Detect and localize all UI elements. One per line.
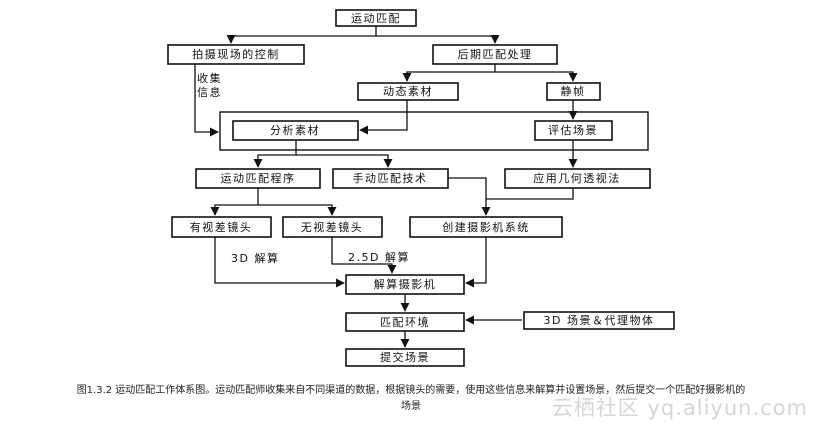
node-post: 后期匹配处理 bbox=[432, 44, 558, 65]
node-parallax: 有视差镜头 bbox=[171, 216, 272, 238]
caption-line-1: 图1.3.2 运动匹配工作体系图。运动匹配师收集来自不同渠道的数据，根据镜头的需… bbox=[76, 385, 746, 396]
label-collect-line2: 信息 bbox=[197, 85, 222, 99]
svg-text:解算摄影机: 解算摄影机 bbox=[374, 277, 437, 291]
svg-text:无视差镜头: 无视差镜头 bbox=[301, 220, 364, 234]
node-dynamic: 动态素材 bbox=[357, 82, 459, 101]
node-evaluate: 评估场景 bbox=[534, 120, 613, 141]
svg-text:提交场景: 提交场景 bbox=[380, 350, 430, 364]
watermark: 云栖社区 yq.aliyun.com bbox=[551, 396, 808, 420]
analysis-stage-frame bbox=[219, 111, 649, 151]
edge-capture-frame bbox=[194, 64, 219, 137]
edge-manual-create bbox=[448, 177, 491, 216]
svg-text:评估场景: 评估场景 bbox=[548, 123, 598, 137]
edge-geometry-create bbox=[486, 188, 574, 200]
edge-analyze-split bbox=[253, 140, 297, 168]
node-submit: 提交场景 bbox=[345, 348, 465, 367]
node-program: 运动匹配程序 bbox=[195, 168, 321, 189]
svg-text:动态素材: 动态素材 bbox=[383, 84, 433, 98]
svg-text:匹配环境: 匹配环境 bbox=[380, 315, 430, 329]
workflow-diagram: 运动匹配 拍摄现场的控制 后期匹配处理 动态素材 静帧 分析素材 评估场景 运动… bbox=[167, 9, 675, 367]
edge-root-split bbox=[226, 26, 377, 44]
node-create-camera: 创建摄影机系统 bbox=[409, 216, 563, 238]
svg-text:有视差镜头: 有视差镜头 bbox=[190, 220, 253, 234]
svg-text:创建摄影机系统: 创建摄影机系统 bbox=[442, 220, 530, 234]
node-manual: 手动匹配技术 bbox=[332, 168, 449, 189]
edge-program-parallax bbox=[210, 188, 259, 216]
node-still: 静帧 bbox=[546, 82, 601, 101]
node-root: 运动匹配 bbox=[335, 9, 417, 27]
svg-text:3D 场景＆代理物体: 3D 场景＆代理物体 bbox=[544, 313, 655, 327]
svg-text:应用几何透视法: 应用几何透视法 bbox=[533, 171, 621, 185]
edge-analyze-manual bbox=[296, 154, 393, 168]
label-solve-25d: 2.5D 解算 bbox=[348, 250, 410, 264]
svg-text:静帧: 静帧 bbox=[561, 84, 586, 98]
caption-line-2: 场景 bbox=[401, 401, 421, 412]
svg-text:后期匹配处理: 后期匹配处理 bbox=[458, 48, 533, 61]
node-solve-camera: 解算摄影机 bbox=[345, 274, 465, 295]
svg-text:运动匹配: 运动匹配 bbox=[351, 12, 401, 25]
edge-post-dynamic bbox=[402, 64, 496, 82]
edges bbox=[194, 26, 578, 348]
edge-program-noparallax bbox=[258, 204, 337, 216]
edge-create-solve bbox=[465, 237, 487, 288]
edge-parallax-solve bbox=[214, 237, 345, 288]
edge-noparallax-solve bbox=[331, 237, 397, 274]
label-collect-line1: 收集 bbox=[197, 71, 222, 85]
node-analyze: 分析素材 bbox=[232, 120, 359, 141]
svg-text:分析素材: 分析素材 bbox=[270, 123, 320, 137]
node-proxy: 3D 场景＆代理物体 bbox=[523, 311, 675, 330]
label-solve-3d: 3D 解算 bbox=[231, 251, 279, 265]
node-noparallax: 无视差镜头 bbox=[282, 216, 383, 238]
node-environment: 匹配环境 bbox=[345, 312, 465, 332]
figure-caption: 图1.3.2 运动匹配工作体系图。运动匹配师收集来自不同渠道的数据，根据镜头的需… bbox=[0, 383, 822, 415]
edge-dynamic-analyze bbox=[359, 100, 408, 135]
svg-text:手动匹配技术: 手动匹配技术 bbox=[353, 171, 428, 185]
svg-text:运动匹配程序: 运动匹配程序 bbox=[221, 171, 296, 185]
svg-text:拍摄现场的控制: 拍摄现场的控制 bbox=[192, 47, 280, 61]
edge-root-post bbox=[376, 34, 500, 44]
node-geometry: 应用几何透视法 bbox=[504, 168, 651, 189]
edge-post-still bbox=[495, 71, 578, 82]
node-capture: 拍摄现场的控制 bbox=[167, 44, 305, 65]
